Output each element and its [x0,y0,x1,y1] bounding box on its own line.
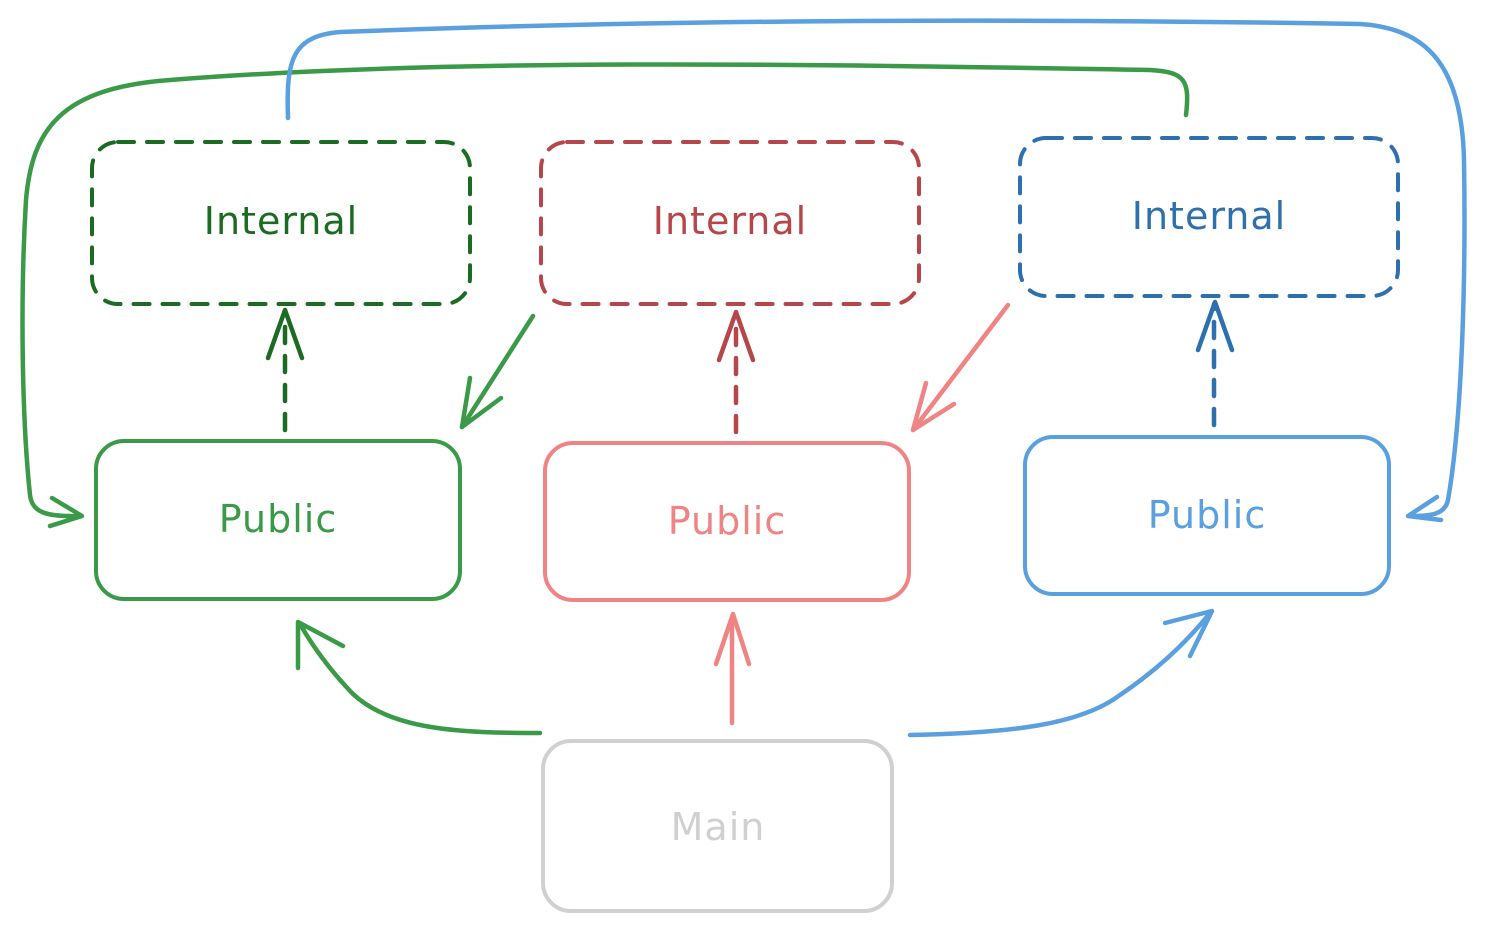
blue-public-node[interactable]: Public [1023,435,1391,596]
blue-public-box [1023,435,1391,596]
edge-blue-public-to-internal [1195,299,1235,428]
edge-green-public-to-internal [265,307,305,433]
red-internal-box [539,140,921,306]
edge-blue-internal-to-green-public [20,62,1190,529]
blue-internal-box [1018,136,1400,298]
green-public-label: Public [219,497,337,541]
main-node[interactable]: Main [541,739,894,913]
green-internal-label: Internal [204,199,358,243]
edge-main-to-blue-public [907,608,1215,738]
green-public-node[interactable]: Public [94,439,462,601]
blue-internal-label: Internal [1132,194,1286,238]
main-label: Main [671,805,766,849]
blue-internal-node[interactable]: Internal [1018,136,1400,298]
edge-main-to-green-public [295,619,543,736]
red-internal-label: Internal [653,199,807,243]
edge-blue-internal-to-red-public [910,302,1011,433]
green-internal-box [90,140,472,306]
edge-main-to-red-public [713,611,752,726]
main-box [541,739,894,913]
blue-public-label: Public [1148,493,1266,537]
red-public-node[interactable]: Public [543,441,911,602]
red-public-box [543,441,911,602]
edge-red-public-to-internal [716,309,756,435]
edge-green-internal-to-blue-public [285,18,1467,523]
green-internal-node[interactable]: Internal [90,140,472,306]
green-public-box [94,439,462,601]
edge-red-internal-to-green-public [459,313,536,430]
red-internal-node[interactable]: Internal [539,140,921,306]
red-public-label: Public [668,499,786,543]
